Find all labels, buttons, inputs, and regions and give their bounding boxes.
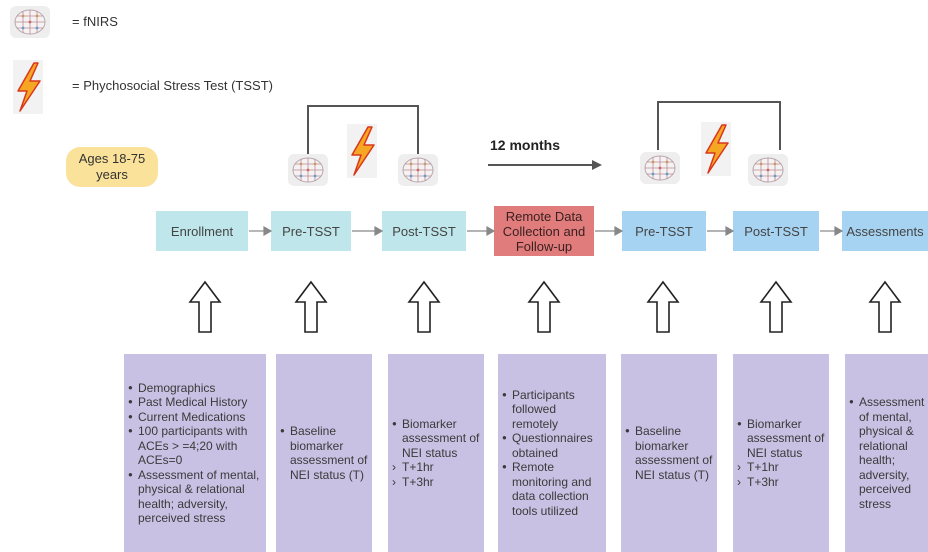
details-panel-pre-tsst-1: Baseline biomarker assessment of NEI sta…	[276, 354, 372, 552]
details-panel-post-tsst-2: Biomarker assessment of NEI status T+1hr…	[733, 354, 829, 552]
lightning-bolt-icon	[12, 59, 44, 115]
detail-item: Assessment of mental, physical & relatio…	[128, 468, 262, 526]
detail-item: Questionnaires obtained	[502, 431, 602, 460]
duration-arrow	[488, 160, 602, 170]
detail-item: Current Medications	[128, 410, 262, 425]
detail-item: Assessment of mental, physical & relatio…	[849, 395, 924, 511]
stage-enrollment: Enrollment	[156, 211, 248, 251]
fnirs-icon	[9, 5, 51, 39]
details-panel-enrollment: Demographics Past Medical History Curren…	[124, 354, 266, 552]
up-arrow-icon	[188, 280, 222, 333]
fnirs-icon	[287, 153, 329, 187]
stage-connectors	[249, 225, 844, 237]
detail-subitem: T+3hr	[737, 475, 825, 490]
detail-item: Biomarker assessment of NEI status	[392, 417, 480, 461]
detail-item: 100 participants with ACEs > =4;20 with …	[128, 424, 262, 468]
detail-item: Past Medical History	[128, 395, 262, 410]
stage-label: Post-TSST	[392, 223, 456, 239]
details-panel-post-tsst-1: Biomarker assessment of NEI status T+1hr…	[388, 354, 484, 552]
detail-item: Participants followed remotely	[502, 388, 602, 432]
stage-pre-tsst-1: Pre-TSST	[271, 211, 351, 251]
stage-assessments: Assessments	[842, 211, 928, 251]
stage-label: Remote Data Collection and Follow-up	[502, 208, 586, 254]
stage-pre-tsst-2: Pre-TSST	[622, 211, 706, 251]
details-panel-assessments: Assessment of mental, physical & relatio…	[845, 354, 928, 552]
up-arrow-icon	[407, 280, 441, 333]
detail-subitem: T+1hr	[392, 460, 480, 475]
up-arrow-icon	[868, 280, 902, 333]
stage-label: Enrollment	[170, 223, 234, 239]
ages-label: Ages 18-75 years	[78, 151, 146, 182]
up-arrow-icon	[759, 280, 793, 333]
ages-badge: Ages 18-75 years	[66, 147, 158, 187]
fnirs-icon	[747, 153, 789, 187]
stage-label: Assessments	[846, 223, 924, 239]
lightning-bolt-icon	[346, 123, 378, 179]
tsst-bracket-2	[657, 101, 781, 150]
up-arrow-icon	[294, 280, 328, 333]
stage-post-tsst-2: Post-TSST	[733, 211, 819, 251]
tsst-bracket-1	[307, 105, 419, 154]
up-arrow-icon	[646, 280, 680, 333]
up-arrow-icon	[527, 280, 561, 333]
details-panel-remote: Participants followed remotely Questionn…	[498, 354, 606, 552]
detail-item: Baseline biomarker assessment of NEI sta…	[625, 424, 713, 482]
stage-label: Post-TSST	[744, 223, 808, 239]
detail-item: Baseline biomarker assessment of NEI sta…	[280, 424, 368, 482]
detail-item: Remote monitoring and data collection to…	[502, 460, 602, 518]
fnirs-legend-label: = fNIRS	[72, 14, 118, 29]
stage-post-tsst-1: Post-TSST	[382, 211, 466, 251]
tsst-legend-label: = Phychosocial Stress Test (TSST)	[72, 78, 273, 93]
details-panel-pre-tsst-2: Baseline biomarker assessment of NEI sta…	[621, 354, 717, 552]
stage-label: Pre-TSST	[635, 223, 693, 239]
stage-remote-data-collection: Remote Data Collection and Follow-up	[494, 206, 594, 256]
detail-subitem: T+1hr	[737, 460, 825, 475]
duration-label: 12 months	[490, 137, 561, 153]
fnirs-icon	[397, 153, 439, 187]
detail-item: Biomarker assessment of NEI status	[737, 417, 825, 461]
detail-item: Demographics	[128, 381, 262, 396]
stage-label: Pre-TSST	[282, 223, 340, 239]
fnirs-icon	[639, 151, 681, 185]
lightning-bolt-icon	[700, 121, 732, 177]
detail-subitem: T+3hr	[392, 475, 480, 490]
